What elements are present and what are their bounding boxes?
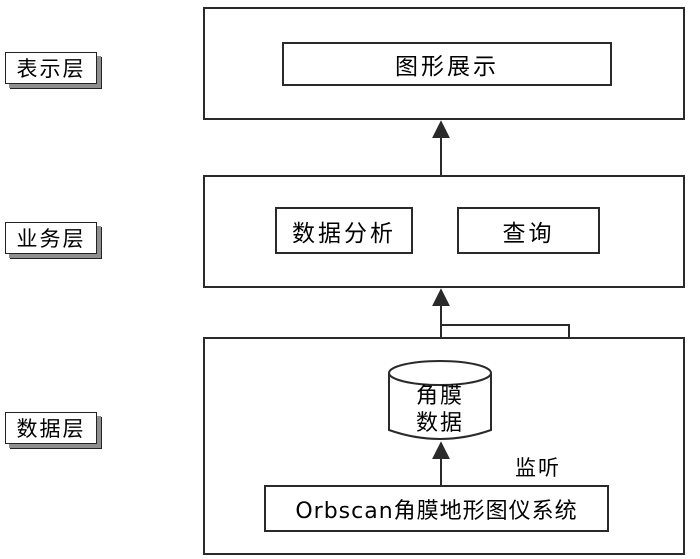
orbscan-system-text: Orbscan角膜地形图仪系统 xyxy=(295,498,578,524)
database-cylinder-icon xyxy=(388,360,492,440)
layer-label-presentation: 表示层 xyxy=(5,52,97,84)
database-label: 角膜 数据 xyxy=(389,383,491,437)
database-label-line2: 数据 xyxy=(415,411,464,436)
layer-label-presentation-text: 表示层 xyxy=(16,57,86,81)
layer-label-data-text: 数据层 xyxy=(16,417,86,441)
layer-label-data: 数据层 xyxy=(5,412,97,444)
monitor-label: 监听 xyxy=(515,452,561,482)
data-analysis-box: 数据分析 xyxy=(275,207,413,254)
orbscan-system-box: Orbscan角膜地形图仪系统 xyxy=(264,485,609,532)
data-tab-bracket xyxy=(441,324,570,337)
layer-label-business: 业务层 xyxy=(5,222,97,254)
graphic-display-box: 图形展示 xyxy=(282,42,612,86)
database-label-line1: 角膜 xyxy=(415,384,464,409)
query-text: 查询 xyxy=(502,220,555,247)
data-analysis-text: 数据分析 xyxy=(292,220,396,247)
layer-label-business-text: 业务层 xyxy=(16,227,86,251)
query-box: 查询 xyxy=(457,207,600,254)
monitor-label-text: 监听 xyxy=(515,456,561,480)
graphic-display-text: 图形展示 xyxy=(395,54,499,80)
